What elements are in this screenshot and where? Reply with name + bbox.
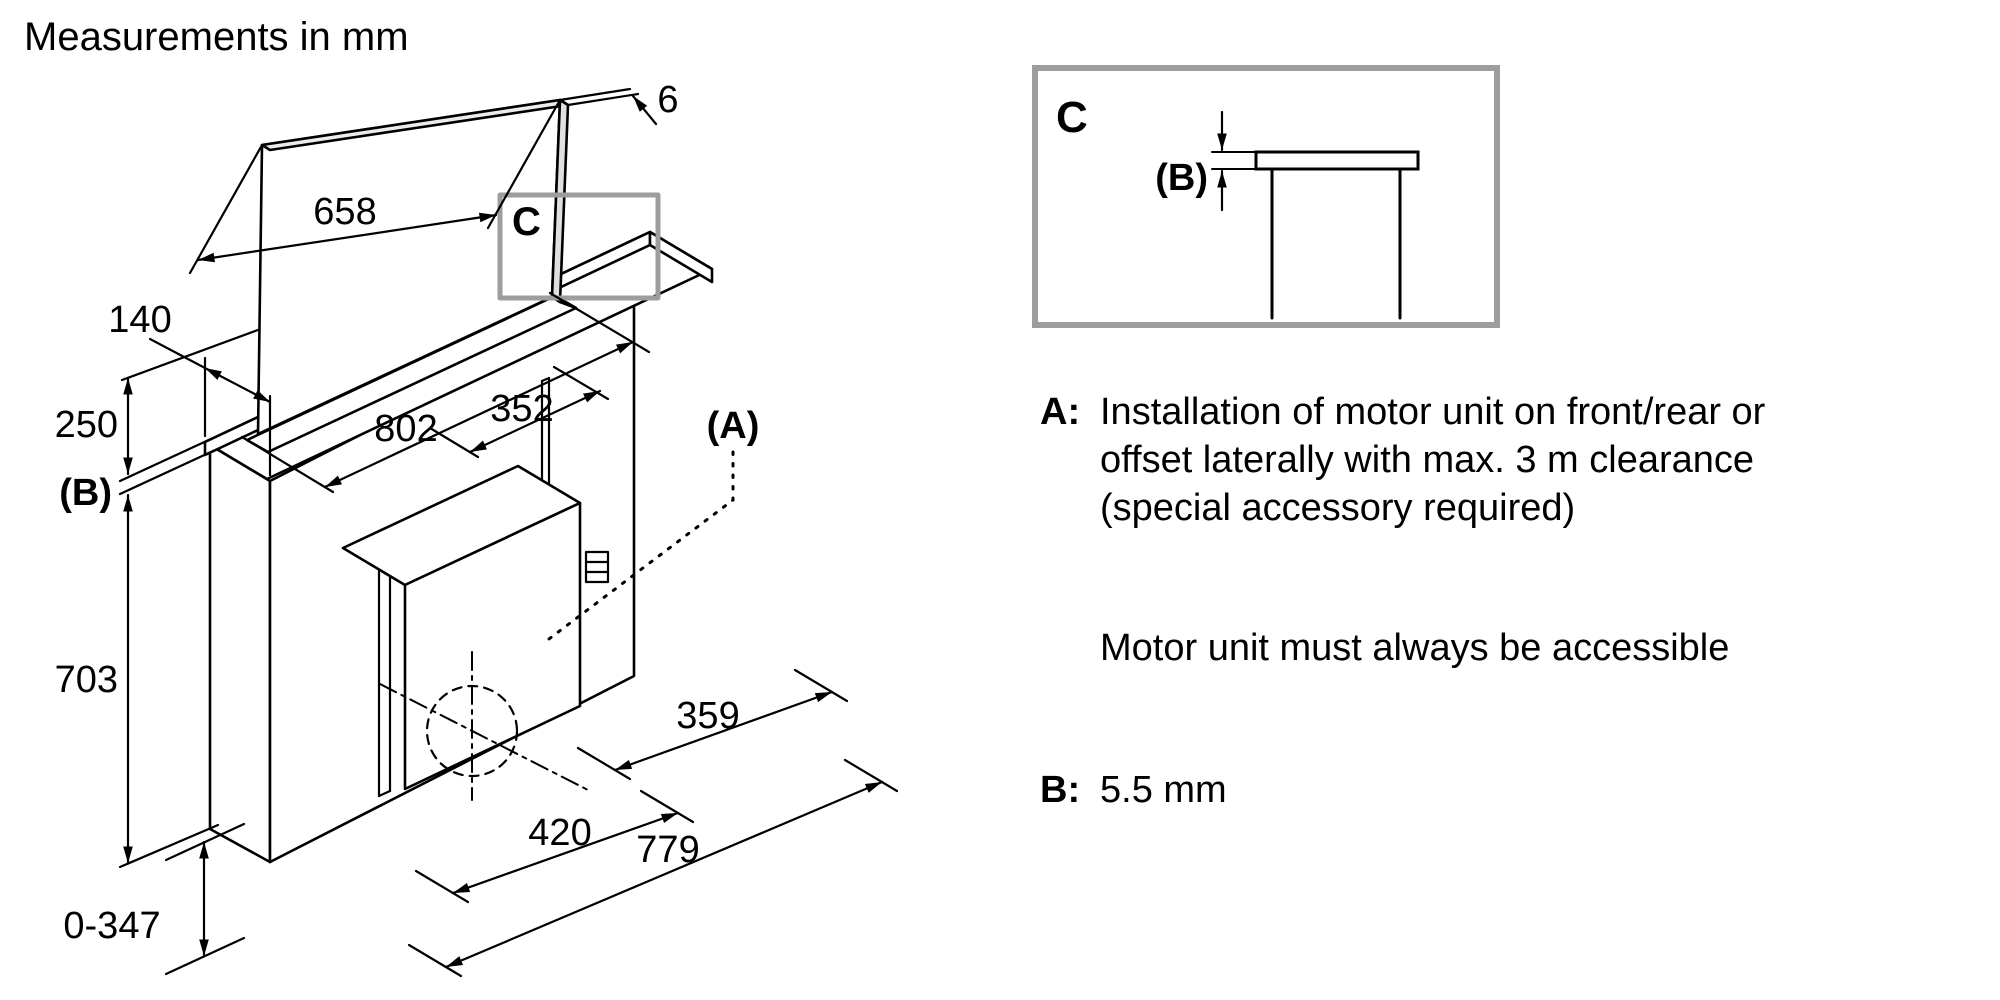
note-motor-access: Motor unit must always be accessible <box>1100 627 1729 669</box>
note-a-line2: offset laterally with max. 3 m clearance <box>1100 439 1754 481</box>
note-a-key: A: <box>1040 391 1080 433</box>
top-plate-right-edge <box>648 230 714 284</box>
dim-label-B: (B) <box>59 472 112 514</box>
detail-box-border <box>1032 65 1500 328</box>
dim-label-420: 420 <box>528 812 591 854</box>
dim-label-658: 658 <box>313 191 376 233</box>
motor-unit-front-face <box>403 501 582 791</box>
base-left-face <box>208 443 272 864</box>
dim-line-779 <box>444 780 884 969</box>
page-title: Measurements in mm <box>24 15 409 59</box>
note-b-key: B: <box>1040 769 1080 811</box>
dim-line-140 <box>203 366 272 404</box>
dim-leader-6 <box>631 94 658 126</box>
dim-line-359 <box>613 690 834 772</box>
dim-label-359: 359 <box>676 695 739 737</box>
centerline-diagonal <box>379 683 589 791</box>
motor-leader-dotted <box>543 450 735 644</box>
detail-c-frame <box>497 192 661 301</box>
dim-label-140: 140 <box>108 299 171 341</box>
note-a-line3: (special accessory required) <box>1100 487 1575 529</box>
dim-label-A: (A) <box>707 405 760 447</box>
drawing-labels: Measurements in mm 658 6 C 140 250 (B) 7… <box>24 15 759 947</box>
note-b-value: 5.5 mm <box>1100 769 1227 811</box>
notes-text: A: Installation of motor unit on front/r… <box>1040 391 1766 811</box>
dim-label-802: 802 <box>374 408 437 450</box>
detail-box-c: C (B) <box>1032 65 1500 328</box>
note-a-line1: Installation of motor unit on front/rear… <box>1100 391 1766 433</box>
glass-panel-edge-face <box>550 98 570 304</box>
dim-label-352: 352 <box>490 388 553 430</box>
detail-drawing <box>1211 110 1420 320</box>
dim-label-703: 703 <box>55 659 118 701</box>
isometric-drawing <box>203 98 714 864</box>
detail-thickness-label: (B) <box>1155 157 1208 199</box>
dim-label-0-347: 0-347 <box>63 905 160 947</box>
detail-box-label: C <box>1056 93 1088 142</box>
dim-label-779: 779 <box>636 829 699 871</box>
dim-line-352 <box>468 389 602 454</box>
motor-connector <box>584 550 610 584</box>
dimension-lines <box>118 87 899 978</box>
dim-label-6: 6 <box>657 79 678 121</box>
dim-line-658 <box>196 212 498 263</box>
detail-ref-label: C <box>512 200 541 244</box>
dim-label-250: 250 <box>55 404 118 446</box>
